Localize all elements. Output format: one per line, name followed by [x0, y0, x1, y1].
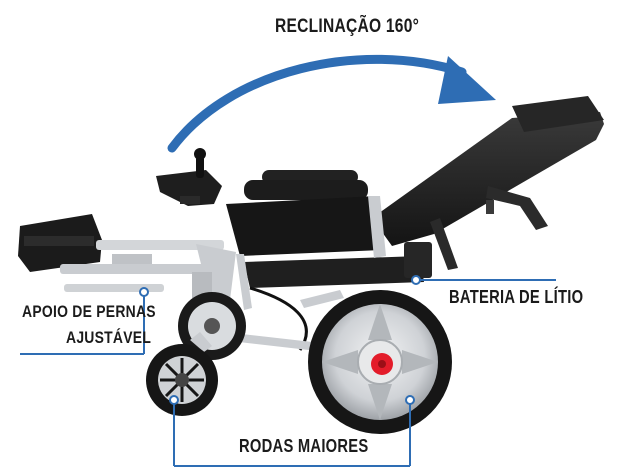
joystick-controller [156, 148, 222, 206]
front-caster [146, 332, 218, 416]
legrest-label-line1: APOIO DE PERNAS [22, 302, 156, 321]
wheels-callout [169, 395, 415, 467]
legrest-callout [20, 287, 149, 355]
legrest-label-line2: AJUSTÁVEL [66, 328, 152, 347]
seat-frame [226, 196, 432, 351]
battery-callout [411, 275, 556, 285]
armrest [244, 170, 368, 200]
large-wheel [308, 290, 452, 434]
recline-arrow [167, 54, 496, 153]
battery-label: BATERIA DE LÍTIO [449, 287, 584, 307]
battery-pack [404, 242, 432, 278]
recline-label: RECLINAÇÃO 160° [275, 16, 420, 37]
leg-rest [18, 214, 236, 330]
backrest [372, 96, 604, 270]
wheels-label: RODAS MAIORES [239, 436, 369, 456]
